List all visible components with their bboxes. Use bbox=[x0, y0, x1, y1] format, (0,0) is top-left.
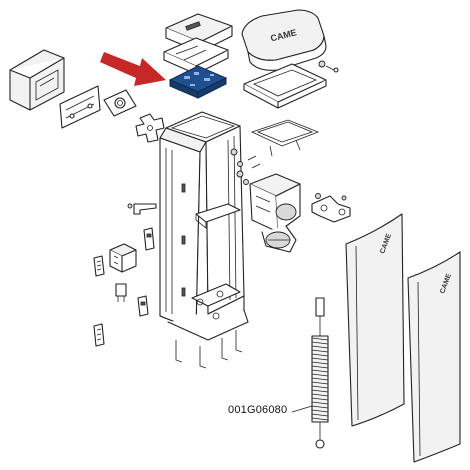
top-cover-part: CAME bbox=[241, 9, 327, 71]
side-panel-front-part: CAME bbox=[407, 251, 461, 463]
balancing-spring-part bbox=[311, 297, 329, 449]
lever-bracket-part bbox=[311, 193, 351, 223]
flange-plate-part bbox=[103, 89, 137, 117]
spring-coil bbox=[311, 409, 329, 413]
spring-coil bbox=[311, 349, 329, 353]
control-board-highlighted-part bbox=[168, 65, 228, 99]
spring-coil bbox=[311, 345, 329, 349]
cross-plate-part bbox=[135, 113, 165, 143]
cover-gasket-part bbox=[243, 63, 327, 109]
spring-coil bbox=[311, 341, 329, 345]
spring-coil bbox=[311, 377, 329, 381]
mounting-bracket-part bbox=[59, 85, 101, 129]
spring-coil bbox=[311, 417, 329, 421]
spring-coil bbox=[311, 385, 329, 389]
spring-coil bbox=[311, 369, 329, 373]
wire-frame-part bbox=[250, 119, 320, 157]
spring-coil bbox=[311, 397, 329, 401]
part-code-leader bbox=[291, 405, 313, 413]
highlight-arrow bbox=[100, 52, 166, 86]
spring-coil bbox=[311, 413, 329, 417]
spring-coil bbox=[311, 361, 329, 365]
spring-coil bbox=[311, 393, 329, 397]
small-bracket-part bbox=[127, 203, 157, 215]
lower-terminal-part bbox=[137, 295, 149, 317]
connector-part bbox=[115, 283, 127, 302]
spring-coil bbox=[311, 405, 329, 409]
spring-coil bbox=[311, 389, 329, 393]
end-cap-part bbox=[9, 49, 65, 111]
terminal-block-part bbox=[143, 227, 155, 251]
spring-coil bbox=[311, 337, 329, 341]
spring-coil bbox=[311, 357, 329, 361]
cover-screw-part bbox=[318, 60, 339, 73]
anchor-bolts-part bbox=[175, 330, 243, 369]
spring-coil bbox=[311, 381, 329, 385]
spring-coil bbox=[311, 373, 329, 377]
side-panel-rear-part: CAME bbox=[345, 213, 405, 427]
terminal-strip-part bbox=[93, 255, 105, 277]
lower-connector-strip-part bbox=[93, 323, 105, 347]
gearmotor-part bbox=[249, 173, 301, 253]
spring-coil bbox=[311, 365, 329, 369]
part-code-label: 001G06080 bbox=[228, 404, 288, 416]
spring-coil bbox=[311, 353, 329, 357]
spring-coil bbox=[311, 401, 329, 405]
motor-small-parts bbox=[236, 155, 261, 185]
cabinet-body-part bbox=[159, 111, 249, 341]
transformer-part bbox=[109, 243, 137, 273]
